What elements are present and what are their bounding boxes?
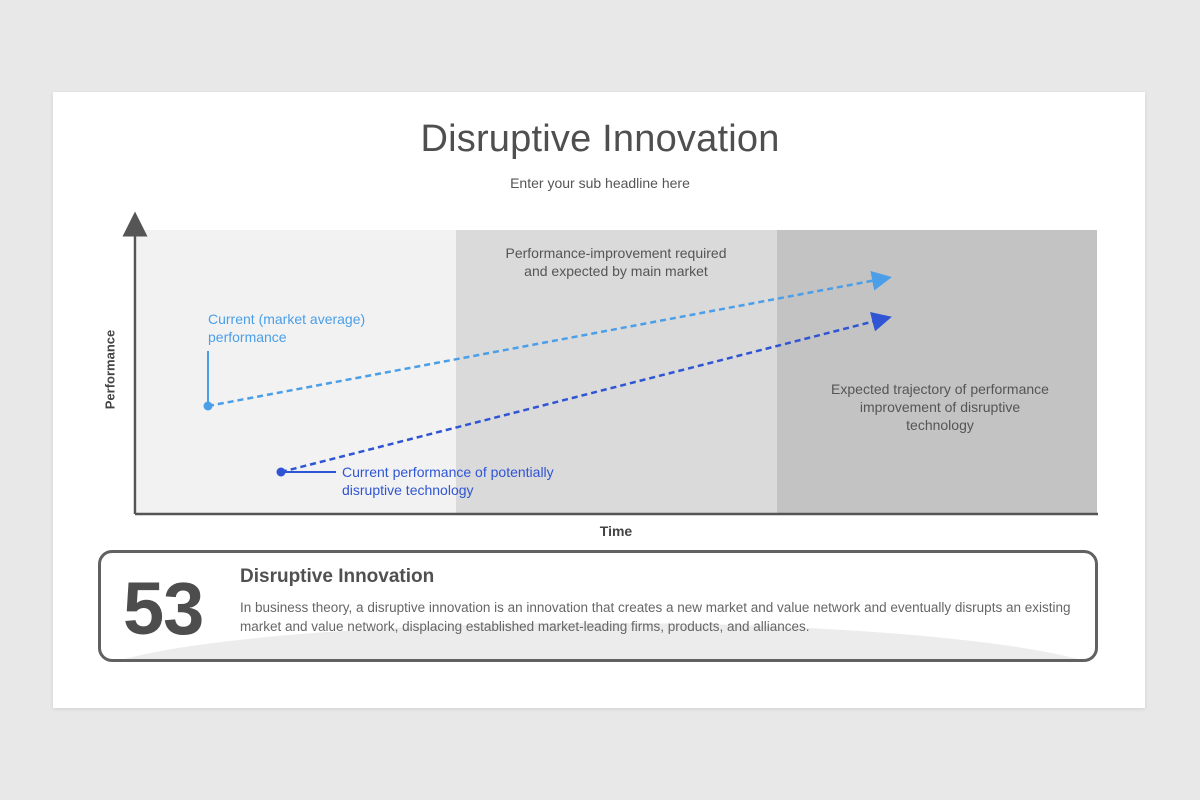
info-number: 53: [123, 567, 204, 650]
info-box: 53 Disruptive Innovation In business the…: [98, 550, 1098, 662]
y-axis-label: Performance: [102, 329, 118, 410]
label-expected-trajectory: Expected trajectory of performance impro…: [831, 381, 1049, 433]
info-title: Disruptive Innovation: [240, 566, 435, 587]
slide-title: Disruptive Innovation: [420, 118, 780, 160]
slide-subtitle: Enter your sub headline here: [510, 175, 690, 191]
label-current-market: Current (market average) performance: [208, 311, 366, 345]
x-axis-label: Time: [599, 523, 633, 539]
region-expected: [777, 230, 1097, 513]
info-text: In business theory, a disruptive innovat…: [240, 600, 1071, 634]
label-required-improvement: Performance-improvement required and exp…: [505, 245, 727, 279]
label-current-disruptive: Current performance of potentially disru…: [342, 464, 554, 498]
